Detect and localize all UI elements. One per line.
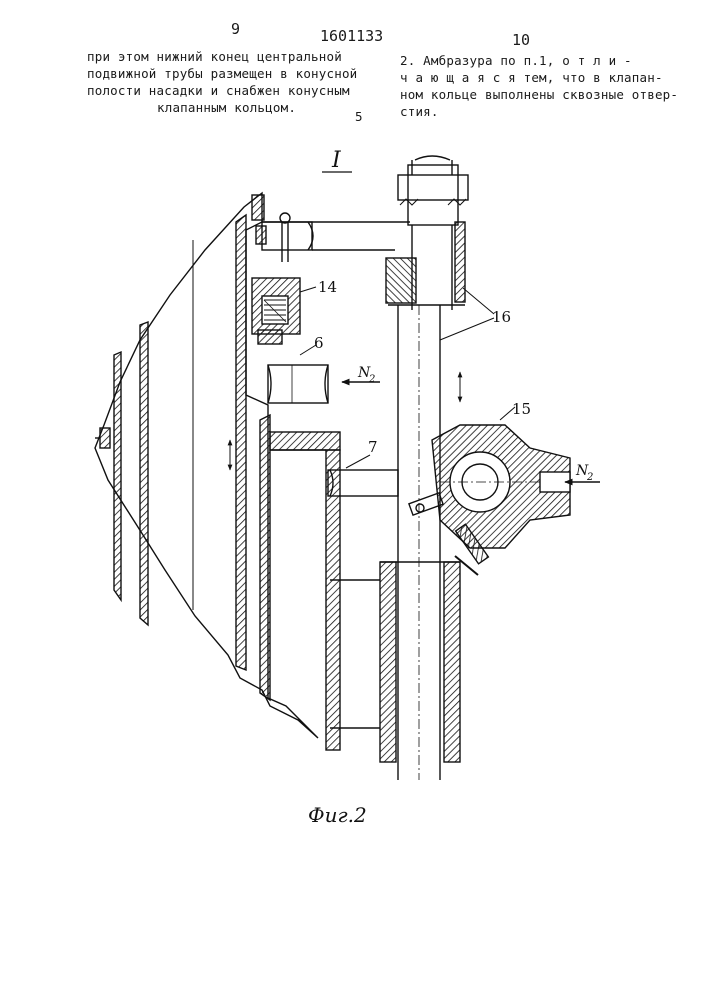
- label-15: 15: [512, 400, 531, 418]
- lower-tube-left: [380, 562, 396, 762]
- label-16: 16: [492, 308, 511, 326]
- lower-tube-right: [444, 562, 460, 762]
- nozzle-6: [268, 365, 328, 403]
- bracket-arm: [262, 222, 312, 250]
- label-14: 14: [318, 278, 337, 296]
- tube-sleeve-left: [386, 258, 416, 303]
- label-n2-left-sub: 2: [368, 374, 375, 385]
- label-6: 6: [314, 334, 324, 352]
- view-label: I: [331, 148, 342, 173]
- tube-16-upper: [408, 165, 458, 225]
- bracket-plate: [256, 226, 266, 244]
- flange-lower: [270, 432, 340, 450]
- figure-caption: Фиг.2: [308, 803, 367, 827]
- cone-wall-2: [140, 322, 148, 625]
- top-flange: [252, 195, 264, 220]
- label-n2-right-sub: 2: [586, 472, 593, 483]
- label-7: 7: [368, 438, 378, 456]
- cone-outline: [95, 193, 318, 738]
- cone-wall-3: [236, 215, 246, 670]
- tube-sleeve-right: [455, 222, 465, 302]
- cone-wall-outer: [114, 352, 121, 600]
- cone-knob: [100, 428, 110, 448]
- cone-wall-4: [260, 415, 270, 700]
